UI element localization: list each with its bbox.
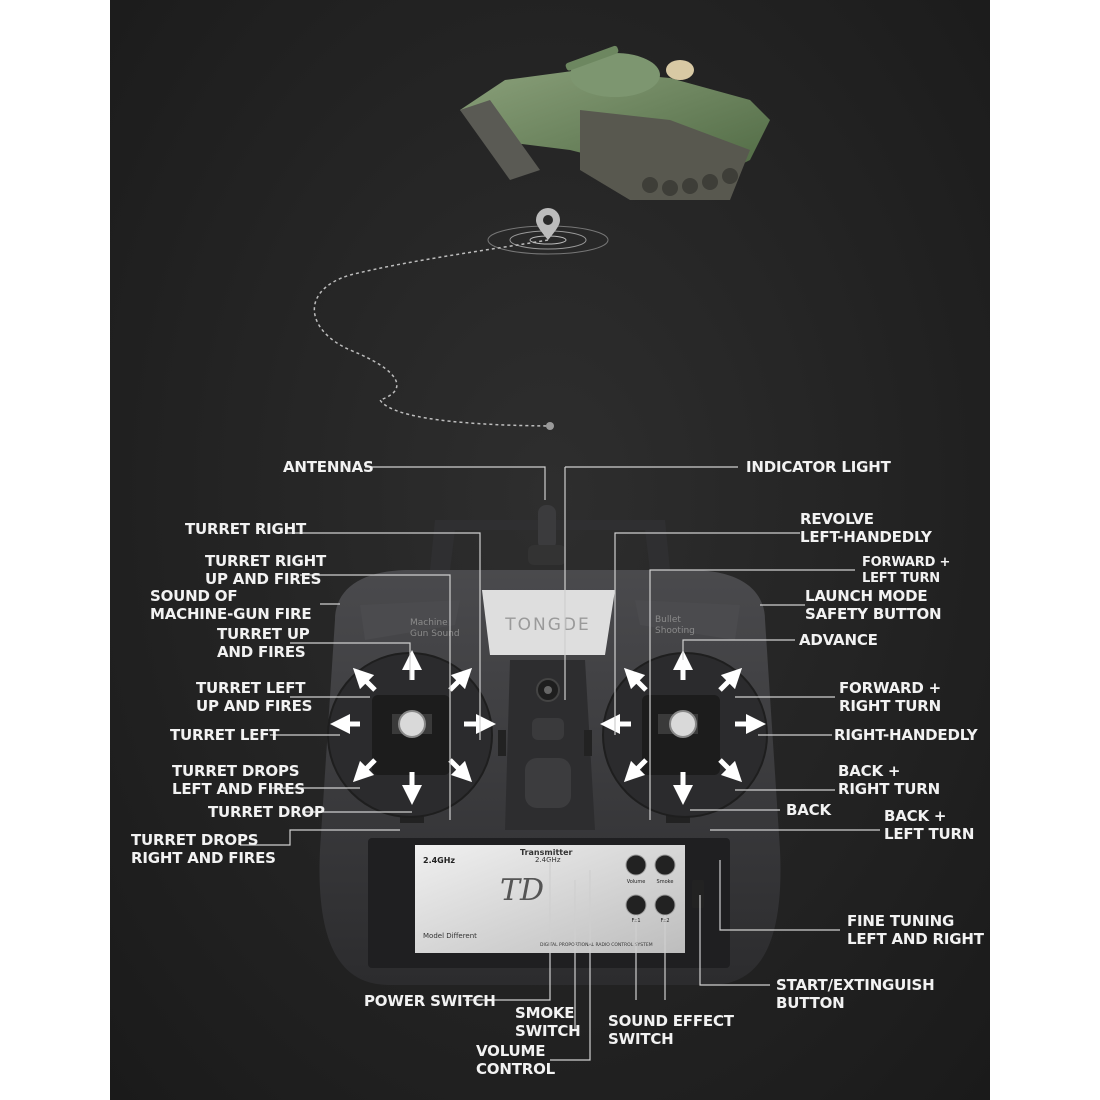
label-right-handedly: RIGHT-HANDEDLY [834,726,978,744]
label-forward-right-turn: FORWARD + RIGHT TURN [839,679,942,715]
right-panel-text-2: Shooting [655,626,695,636]
label-turret-left: TURRET LEFT [170,726,280,744]
volume-button[interactable] [625,854,647,876]
label-back-right-turn: BACK + RIGHT TURN [838,762,940,798]
infographic-panel: Machine Gun Sound Bullet Shooting TONGDE… [110,0,990,1100]
label-turret-up-fires: TURRET UP AND FIRES [217,625,310,661]
infographic-art: Machine Gun Sound Bullet Shooting TONGDE… [240,45,880,1061]
fx2-button[interactable] [654,894,676,916]
label-revolve-left: REVOLVE LEFT-HANDEDLY [800,510,932,546]
label-sound-effect-switch: SOUND EFFECT SWITCH [608,1012,734,1048]
plate-title-freq: 2.4GHz [535,856,561,864]
label-turret-drops-left-fires: TURRET DROPS LEFT AND FIRES [172,762,305,798]
left-panel-text-2: Gun Sound [410,629,460,639]
location-pin-icon [487,208,609,255]
tank-image [460,45,770,200]
brand-logo: TONGDE [504,615,591,635]
left-panel-text: Machine [410,618,448,628]
label-back: BACK [786,801,831,819]
smoke-button[interactable] [654,854,676,876]
route-path [313,239,551,427]
right-stick-arrows [600,650,766,805]
left-stick-arrows [330,650,496,805]
volume-button-label: Volume [627,879,646,885]
label-advance: ADVANCE [799,631,878,649]
start-extinguish-button[interactable] [692,880,704,908]
plate-title: Transmitter [520,848,573,857]
label-turret-drop: TURRET DROP [208,803,325,821]
transmitter: Machine Gun Sound Bullet Shooting TONGDE… [319,505,781,985]
label-turret-drops-right-fires: TURRET DROPS RIGHT AND FIRES [131,831,276,867]
label-antennas: ANTENNAS [283,458,374,476]
smoke-button-label: Smoke [657,879,674,885]
label-start-extinguish: START/EXTINGUISH BUTTON [776,976,935,1012]
label-fine-tuning: FINE TUNING LEFT AND RIGHT [847,912,984,948]
label-turret-right-up-fires: TURRET RIGHT UP AND FIRES [205,552,327,588]
label-power-switch: POWER SWITCH [364,992,496,1010]
label-indicator-light: INDICATOR LIGHT [746,458,891,476]
label-back-left-turn: BACK + LEFT TURN [884,807,975,843]
route-end-dot [546,422,554,430]
label-turret-right: TURRET RIGHT [185,520,307,538]
plate-freq: 2.4GHz [423,856,455,865]
label-forward-left-turn: FORWARD + LEFT TURN [862,555,951,586]
plate-model: Model Different [423,932,477,940]
plate-bottom: DIGITAL PROPORTIONAL RADIO CONTROL SYSTE… [540,942,653,948]
fx1-button[interactable] [625,894,647,916]
label-launch-safety: LAUNCH MODE SAFETY BUTTON [805,587,942,623]
label-smoke-switch: SMOKE SWITCH [515,1004,581,1040]
right-panel-text: Bullet [655,615,681,625]
td-logo: TD [500,873,544,908]
leader-lines [240,466,880,1061]
label-sound-mg: SOUND OF MACHINE-GUN FIRE [150,587,312,623]
label-volume-control: VOLUME CONTROL [476,1042,556,1078]
label-turret-left-up-fires: TURRET LEFT UP AND FIRES [196,679,313,715]
